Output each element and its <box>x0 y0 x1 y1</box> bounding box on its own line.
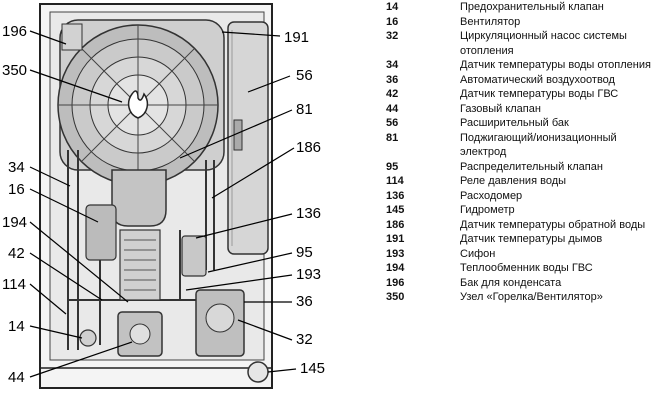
legend-row: 196 Бак для конденсата <box>386 276 663 291</box>
legend-number: 16 <box>386 15 399 28</box>
legend-description: Бак для конденсата <box>460 276 562 289</box>
callout-196: 196 <box>2 23 27 40</box>
callout-56: 56 <box>296 67 313 84</box>
callout-42: 42 <box>8 245 25 262</box>
legend-row: 186 Датчик температуры обратной воды <box>386 218 663 233</box>
legend-number: 136 <box>386 189 405 202</box>
callout-136: 136 <box>296 205 321 222</box>
legend-number: 32 <box>386 30 399 42</box>
legend-number: 36 <box>386 73 399 86</box>
legend-description: Гидрометр <box>460 204 515 216</box>
siphon <box>181 235 207 277</box>
legend-row: 42 Датчик температуры воды ГВС <box>386 87 663 102</box>
boiler-illustration: 196 191 350 56 81 34 186 16 136 194 95 4… <box>2 3 325 389</box>
condensate-tank <box>61 23 83 51</box>
callout-193: 193 <box>296 266 321 283</box>
safety-valve <box>79 329 97 347</box>
callout-32: 32 <box>296 331 313 348</box>
flue-channel <box>111 169 167 227</box>
legend-row: 136 Расходомер <box>386 189 663 204</box>
legend-description: Газовый клапан <box>460 102 541 115</box>
legend-description: Распределительный клапан <box>460 160 603 173</box>
legend-row: 350 Узел «Горелка/Вентилятор» <box>386 290 663 305</box>
legend-number: 186 <box>386 218 405 231</box>
callout-145: 145 <box>300 360 325 377</box>
legend-number: 14 <box>386 1 399 13</box>
legend-description: Датчик температуры обратной воды <box>460 218 646 231</box>
legend-number: 34 <box>386 59 399 71</box>
legend-description: Вентилятор <box>460 15 521 28</box>
legend-description: Теплообменник воды ГВС <box>460 262 593 274</box>
legend-row: 34 Датчик температуры воды отопления <box>386 58 663 73</box>
legend-row: 36 Автоматический воздухоотвод <box>386 73 663 88</box>
callout-14: 14 <box>8 318 25 335</box>
callout-95: 95 <box>296 244 313 261</box>
legend-description: Расходомер <box>460 189 523 202</box>
callout-186: 186 <box>296 139 321 156</box>
boiler-diagram: 196 191 350 56 81 34 186 16 136 194 95 4… <box>2 3 325 389</box>
legend-number: 42 <box>386 88 399 100</box>
callout-34: 34 <box>8 159 25 176</box>
callout-114: 114 <box>2 276 26 293</box>
legend-row: 81 Поджигающий/ионизационный электрод <box>386 131 663 160</box>
legend-description: Предохранительный клапан <box>460 1 604 13</box>
callout-16: 16 <box>8 181 25 198</box>
fan <box>85 204 117 261</box>
dhw-heat-exchanger <box>119 229 161 301</box>
legend-number: 193 <box>386 247 405 260</box>
callout-81: 81 <box>296 101 313 118</box>
legend-row: 44 Газовый клапан <box>386 102 663 117</box>
legend-row: 95 Распределительный клапан <box>386 160 663 175</box>
legend-number: 350 <box>386 291 405 303</box>
legend-number: 95 <box>386 160 399 173</box>
legend-row: 194 Теплообменник воды ГВС <box>386 261 663 276</box>
legend-row: 193 Сифон <box>386 247 663 262</box>
legend-description: Циркуляционный насос системы отопления <box>460 30 627 57</box>
hydrometer <box>247 361 269 383</box>
callout-194: 194 <box>2 214 27 231</box>
legend-description: Реле давления воды <box>460 175 567 187</box>
heat-exchanger <box>57 19 225 186</box>
leader-lines <box>29 30 297 378</box>
legend-row: 16 Вентилятор <box>386 15 663 30</box>
legend-description: Расширительный бак <box>460 117 569 129</box>
legend-number: 191 <box>386 233 405 245</box>
legend-description: Сифон <box>460 247 496 260</box>
legend-number: 56 <box>386 117 399 129</box>
legend-row: 32 Циркуляционный насос системы отопления <box>386 29 663 58</box>
legend-number: 114 <box>386 175 404 187</box>
legend-number: 196 <box>386 276 405 289</box>
legend-number: 81 <box>386 131 399 144</box>
legend-description: Поджигающий/ионизационный электрод <box>460 131 617 159</box>
callout-191: 191 <box>284 29 309 46</box>
legend-description: Датчик температуры дымов <box>460 233 603 245</box>
legend-number: 145 <box>386 204 405 216</box>
legend-row: 14 Предохранительный клапан <box>386 0 663 15</box>
callout-44: 44 <box>8 369 25 386</box>
legend-description: Узел «Горелка/Вентилятор» <box>460 291 603 303</box>
legend-row: 145 Гидрометр <box>386 203 663 218</box>
legend-number: 44 <box>386 102 399 115</box>
legend-row: 114 Реле давления воды <box>386 174 663 189</box>
legend-description: Датчик температуры воды ГВС <box>460 88 619 100</box>
flame-icon <box>127 90 149 119</box>
legend-description: Автоматический воздухоотвод <box>460 73 615 86</box>
legend-row: 191 Датчик температуры дымов <box>386 232 663 247</box>
callout-36: 36 <box>296 293 313 310</box>
legend-description: Датчик температуры воды отопления <box>460 59 651 71</box>
legend-number: 194 <box>386 262 405 274</box>
legend-row: 56 Расширительный бак <box>386 116 663 131</box>
callout-350: 350 <box>2 62 27 79</box>
